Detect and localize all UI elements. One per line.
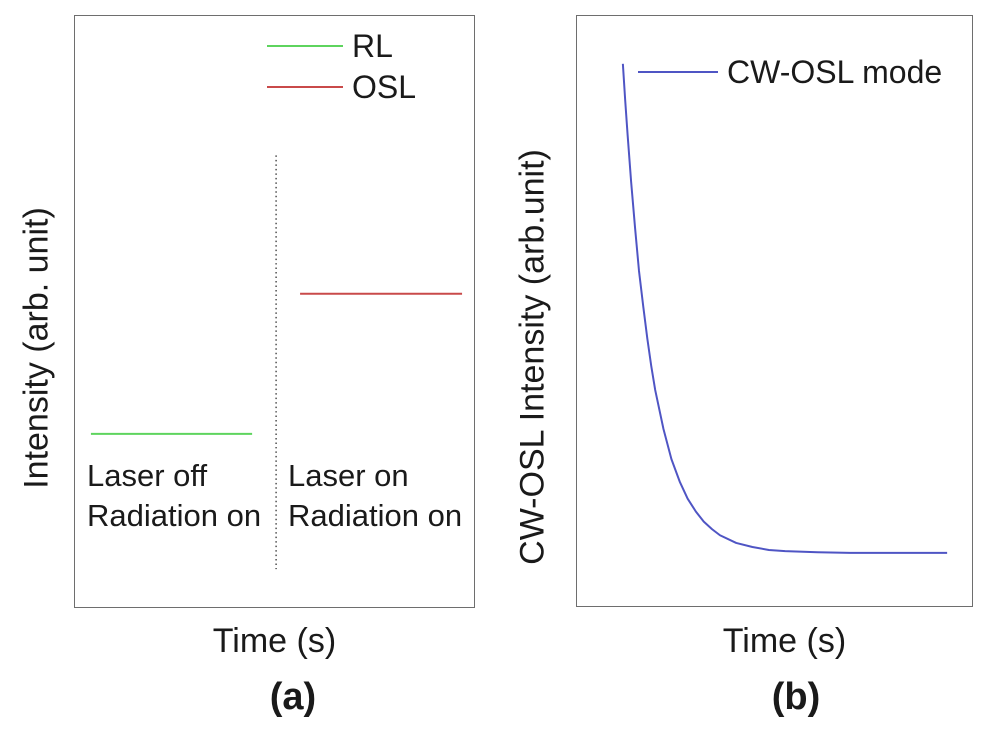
cwosl-legend-line [638,71,718,73]
cwosl-legend-label: CW-OSL mode [727,53,943,90]
panel-a-y-axis-label: Intensity (arb. unit) [17,207,56,489]
panel-a-x-axis-label: Time (s) [212,622,337,660]
annotation-line: Radiation on [288,498,463,533]
osl-legend-line [267,86,343,88]
series-line-cw-osl-mode [621,63,948,554]
annotation-line: Radiation on [87,498,262,533]
annotation-line: Laser off [87,458,208,493]
panel-b-caption: (b) [771,676,821,718]
region-annotation-laser-off: Laser off Radiation on [87,456,261,536]
panel-a-chart [90,155,463,570]
panel-b-plot-box [576,15,973,607]
panel-b-y-axis-label: CW-OSL Intensity (arb.unit) [513,149,552,565]
panel-a-caption: (a) [269,676,317,718]
rl-legend-line [267,45,343,47]
annotation-line: Laser on [288,458,409,493]
rl-legend-label: RL [352,27,393,64]
panel-a-legend-item-rl: RL [267,26,393,66]
osl-legend-label: OSL [352,68,417,105]
panel-b-legend-item-cwosl: CW-OSL mode [638,52,942,92]
panel-b-x-axis-label: Time (s) [722,622,847,660]
panel-b-chart [621,63,948,554]
panel-a-legend-item-osl: OSL [267,67,416,107]
panel-a-plot-box [74,15,475,608]
region-annotation-laser-on: Laser on Radiation on [288,456,462,536]
